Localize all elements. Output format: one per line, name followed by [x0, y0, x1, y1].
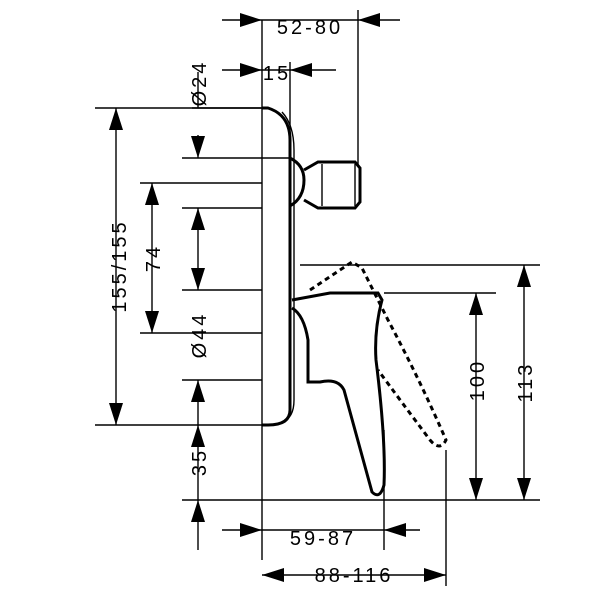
dim-top-range: 52-80 — [277, 17, 343, 39]
dim-lever-depth: 59-87 — [290, 528, 356, 550]
mixer-lever — [291, 260, 448, 497]
diverter-spindle — [289, 156, 362, 210]
dim-dia-bottom: Ø44 — [189, 312, 211, 359]
dim-dia-top: Ø24 — [189, 60, 211, 107]
dim-lever-height: 100 — [467, 359, 489, 401]
wall-plate — [261, 20, 295, 560]
dim-total-lever-height: 113 — [515, 362, 537, 403]
dim-spindle-spacing: 74 — [143, 244, 165, 272]
dim-depth-small: 15 — [263, 63, 291, 85]
dim-bottom-offset: 35 — [189, 448, 211, 476]
dimension-lines — [95, 10, 540, 586]
dim-total-height: 155/155 — [109, 219, 131, 312]
dim-total-depth: 88-116 — [315, 565, 394, 587]
